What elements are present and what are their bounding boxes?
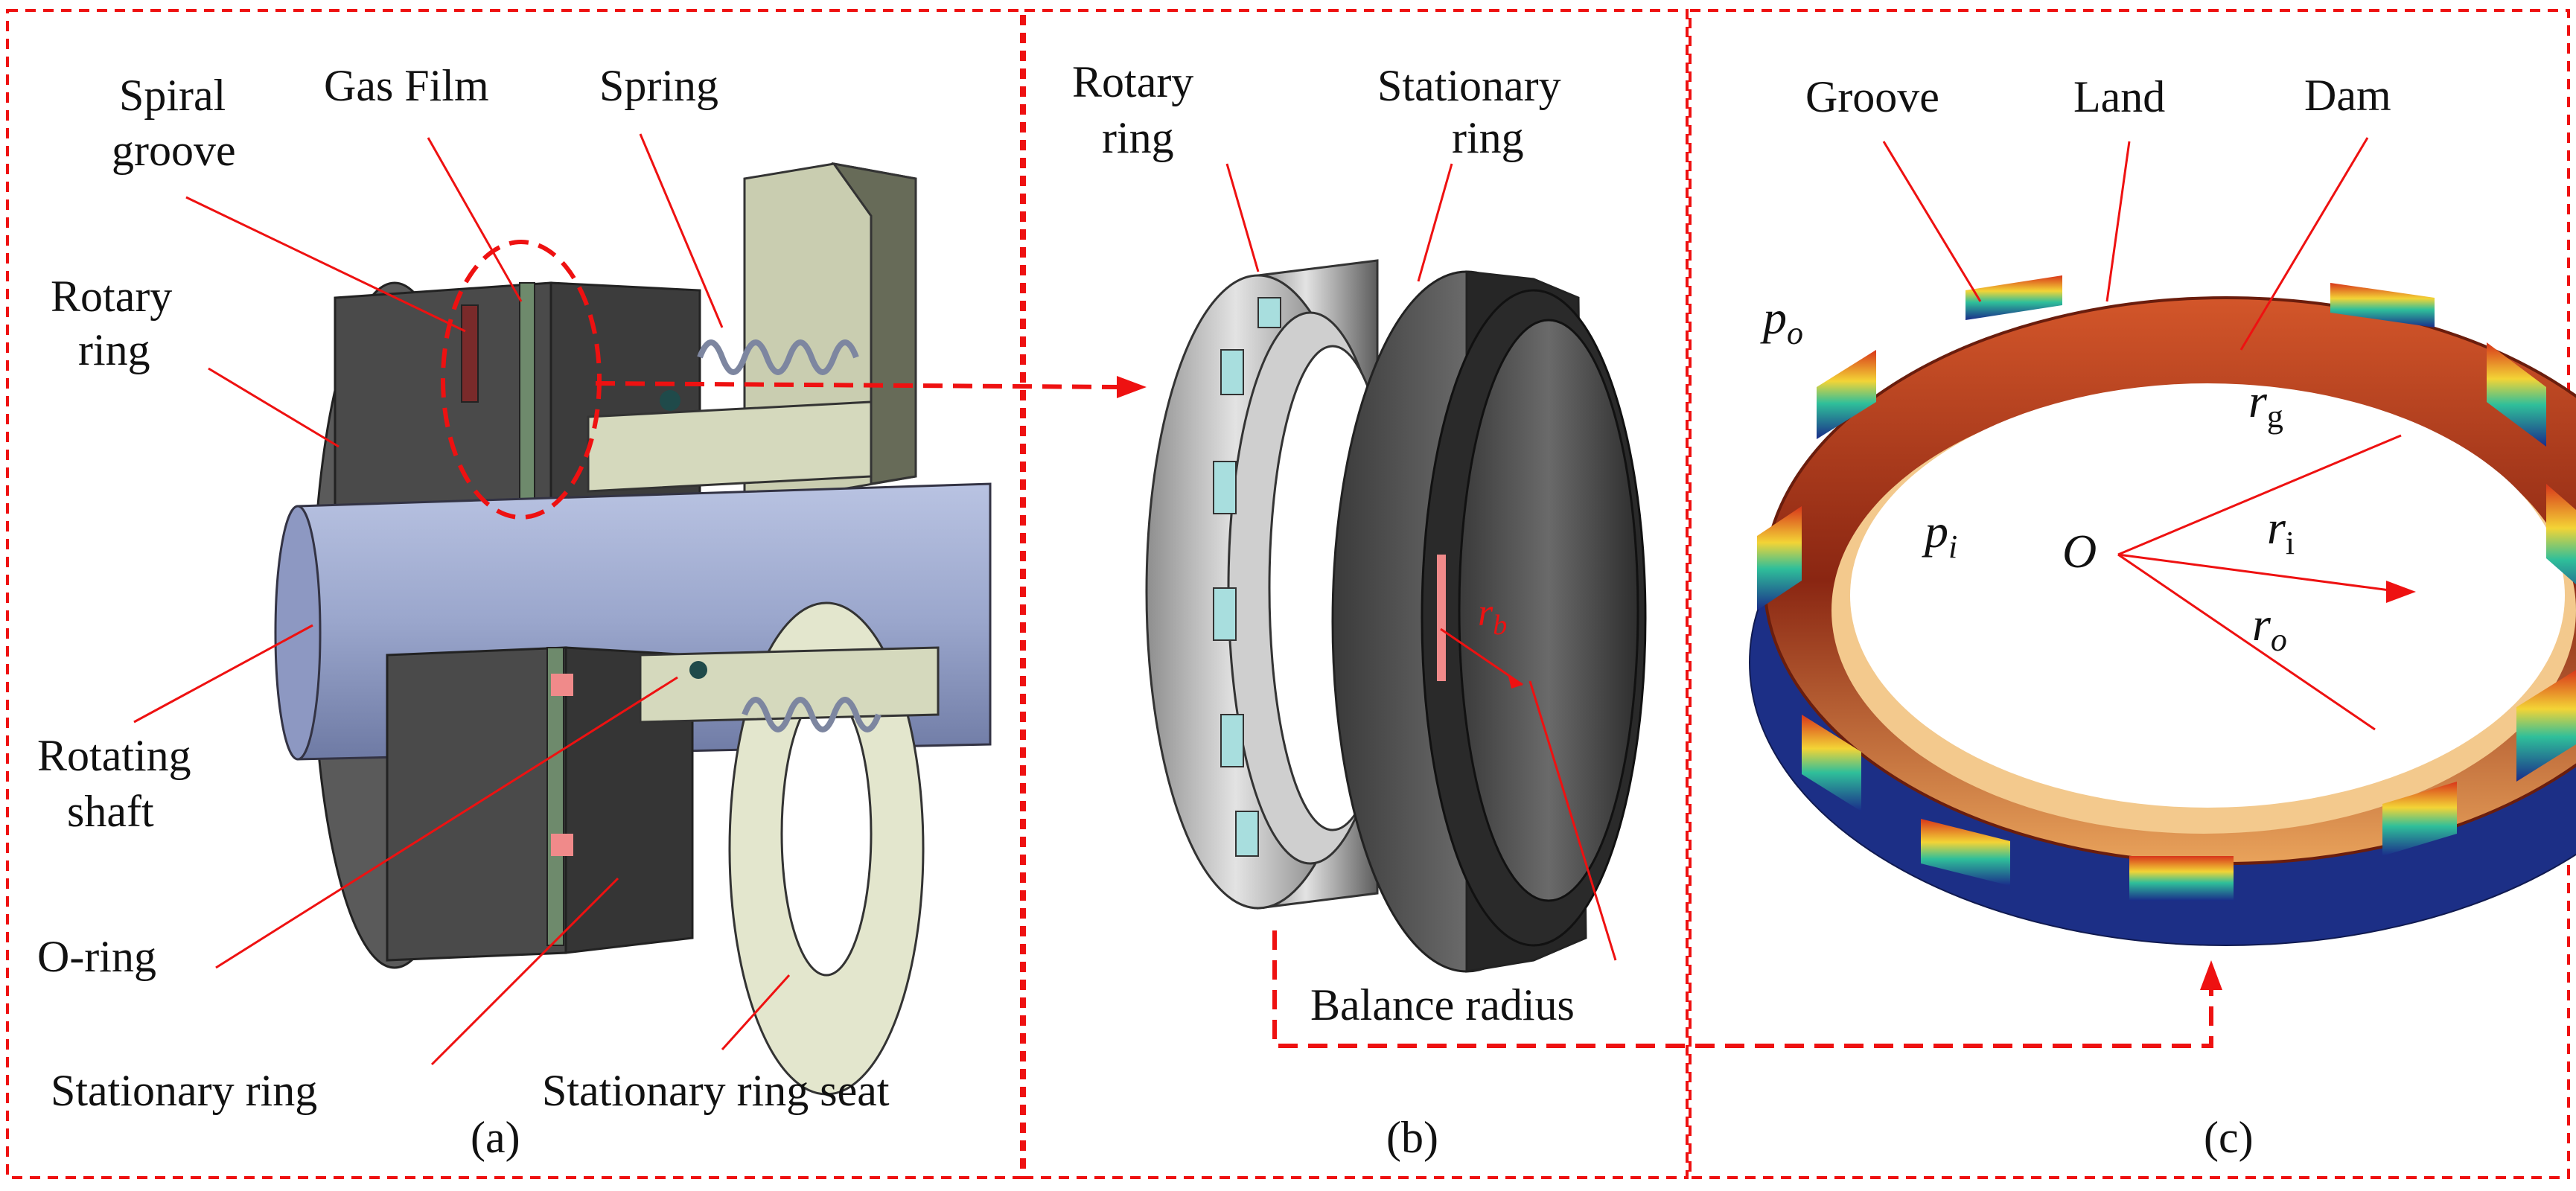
panel-a-border bbox=[6, 9, 1023, 1179]
gas-film-layer bbox=[519, 282, 535, 507]
o-ring-lower bbox=[689, 661, 707, 679]
label-b-stationary-l2: ring bbox=[1452, 113, 1524, 162]
label-groove: Groove bbox=[1805, 72, 1939, 121]
panel-connectors bbox=[595, 376, 2222, 1048]
label-gas-film: Gas Film bbox=[324, 61, 489, 110]
label-spiral-l2: groove bbox=[112, 126, 236, 175]
label-po: po bbox=[1760, 291, 1803, 351]
label-o-ring: O-ring bbox=[37, 932, 156, 981]
label-pi: pi bbox=[1922, 505, 1957, 565]
label-spring: Spring bbox=[599, 61, 718, 110]
label-b-rotary-l2: ring bbox=[1102, 113, 1174, 162]
caption-b: (b) bbox=[1386, 1113, 1438, 1162]
label-shaft-l2: shaft bbox=[67, 787, 154, 836]
label-balance-radius: Balance radius bbox=[1310, 980, 1575, 1029]
label-shaft-l1: Rotating bbox=[37, 731, 191, 780]
panel-c-leaders bbox=[1882, 137, 2369, 351]
caption-c: (c) bbox=[2204, 1113, 2254, 1162]
spiral-groove-mark bbox=[461, 304, 479, 403]
label-origin: O bbox=[2062, 525, 2097, 578]
o-ring-upper bbox=[660, 390, 680, 411]
label-rotary-ring-l1: Rotary bbox=[51, 272, 172, 321]
pressure-surface-plot bbox=[1749, 275, 2576, 946]
panel-a-leaders bbox=[133, 133, 791, 1066]
label-land: Land bbox=[2073, 72, 2165, 121]
label-dam: Dam bbox=[2304, 71, 2391, 120]
label-stationary-ring: Stationary ring bbox=[51, 1066, 317, 1115]
groove-strips bbox=[1757, 275, 2576, 901]
radius-lines bbox=[2117, 434, 2402, 731]
label-rb: rb bbox=[1478, 592, 1507, 641]
panel-b-leaders bbox=[1225, 163, 1617, 961]
caption-a: (a) bbox=[471, 1113, 520, 1162]
seal-assembly-drawing bbox=[274, 162, 992, 1096]
label-rg: rg bbox=[2248, 374, 2283, 435]
label-spiral-l1: Spiral bbox=[119, 71, 226, 120]
spring-coil-upper bbox=[697, 339, 859, 375]
label-ro: ro bbox=[2252, 598, 2287, 658]
rings-drawing bbox=[1145, 259, 1647, 973]
label-ri: ri bbox=[2267, 501, 2295, 561]
label-b-rotary-l1: Rotary bbox=[1072, 57, 1193, 106]
panel-b-border bbox=[1023, 9, 1689, 1179]
spring-coil-lower bbox=[742, 697, 881, 732]
label-rotary-ring-l2: ring bbox=[78, 325, 150, 374]
label-b-stationary-l1: Stationary bbox=[1377, 61, 1561, 110]
label-stationary-ring-seat: Stationary ring seat bbox=[542, 1066, 890, 1115]
panel-c-border bbox=[1689, 9, 2570, 1179]
gas-film-highlight bbox=[441, 240, 602, 520]
